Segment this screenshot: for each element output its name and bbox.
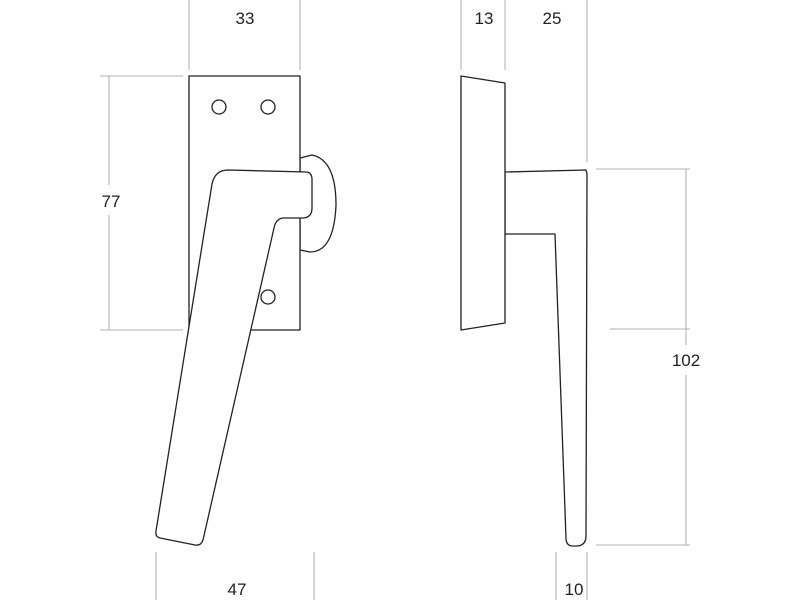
- dim-side-handle-tip: 10: [565, 580, 584, 599]
- dim-side-handle-depth: 25: [543, 9, 562, 28]
- side-backplate: [460, 75, 506, 331]
- dim-front-handle-width: 47: [228, 580, 247, 599]
- screw-hole-top-right: [260, 99, 276, 115]
- screw-hole-bottom: [260, 289, 276, 305]
- dimension-labels: 33 77 47 13 25 102 10: [102, 9, 701, 599]
- screw-hole-top-left: [211, 99, 227, 115]
- dimension-lines: [100, 0, 690, 600]
- side-handle: [504, 169, 588, 547]
- front-view: [155, 75, 337, 546]
- dim-front-plate-width: 33: [236, 9, 255, 28]
- side-view: [460, 75, 588, 547]
- dim-side-handle-height: 102: [672, 351, 700, 370]
- dim-front-plate-height: 77: [102, 192, 121, 211]
- dim-side-plate-depth: 13: [475, 9, 494, 28]
- front-handle-lever: [155, 169, 313, 546]
